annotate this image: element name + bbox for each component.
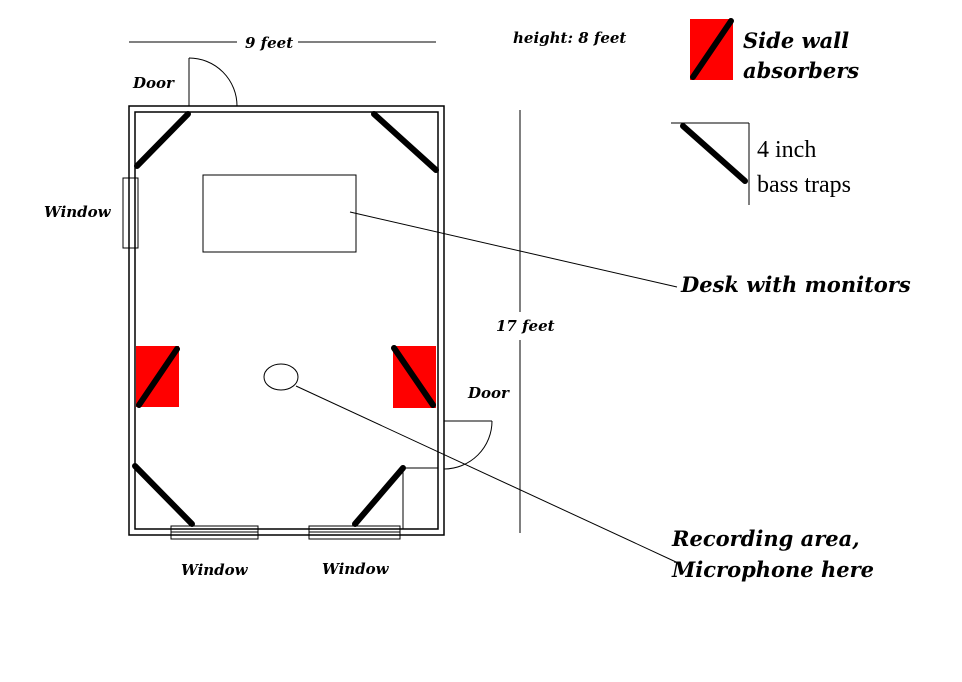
recording-area-label-line1: Recording area, [671, 526, 860, 551]
recording-area-label-line2: Microphone here [671, 557, 874, 582]
side-wall-absorber-right-stroke [391, 345, 436, 408]
bass-trap-top-right [371, 111, 439, 173]
bottom-left-window-label: Window [181, 561, 249, 579]
top-door-swing-arc [188, 57, 238, 107]
desk-callout-line [349, 211, 678, 288]
bass-trap-top-left [134, 111, 191, 169]
legend-trap-label-line1: 4 inch [757, 137, 816, 163]
right-door-label: Door [467, 384, 510, 402]
left-window-label: Window [44, 203, 112, 221]
desk-label: Desk with monitors [680, 272, 911, 297]
length-label: 17 feet [496, 317, 555, 335]
room-inner-wall [134, 111, 439, 530]
legend-trap-swatch [680, 123, 748, 184]
legend-absorber-label-line1: Side wall [743, 28, 849, 53]
legend-trap-label-line2: bass traps [757, 172, 851, 198]
bass-trap-bottom-right [352, 465, 406, 527]
legend-absorber-label-line2: absorbers [743, 58, 859, 83]
top-door-label: Door [132, 74, 175, 92]
side-wall-absorber-left-stroke [136, 346, 180, 408]
microphone-circle [263, 363, 299, 391]
right-door-swing-arc [443, 420, 493, 470]
bottom-right-window-label: Window [322, 560, 390, 578]
desk [202, 174, 357, 253]
legend-absorber-swatch-stroke [690, 18, 734, 80]
room-outer-wall [128, 105, 445, 536]
bass-trap-bottom-left [132, 463, 195, 527]
left-window [122, 177, 139, 249]
ceiling-height-label: height: 8 feet [513, 29, 626, 47]
microphone-callout-line [295, 385, 677, 563]
width-label: 9 feet [245, 34, 293, 52]
